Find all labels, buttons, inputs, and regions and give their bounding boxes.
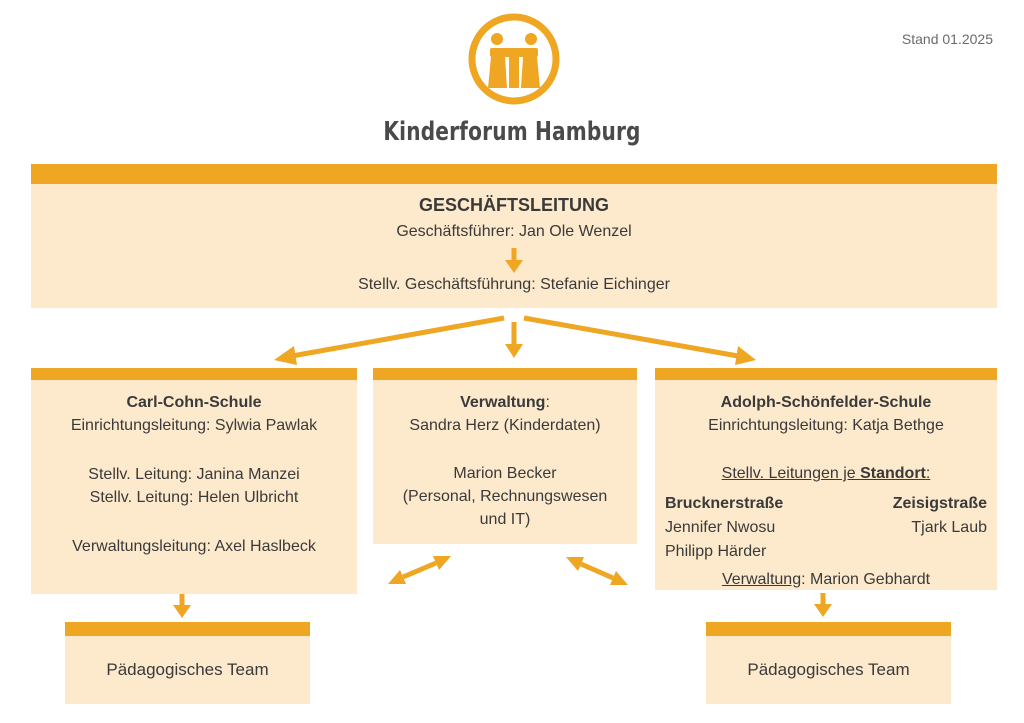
- site-brucknerstrasse: Brucknerstraße: [665, 495, 784, 512]
- management-box: GESCHÄFTSLEITUNG Geschäftsführer: Jan Ol…: [31, 184, 997, 308]
- site-zeisigstrasse: Zeisigstraße: [892, 495, 987, 512]
- arrow-management-to-verwaltung: [505, 322, 523, 358]
- carl-cohn-box: Carl-Cohn-Schule Einrichtungsleitung: Sy…: [31, 380, 357, 594]
- carl-cohn-head: Einrichtungsleitung: Sylwia Pawlak: [70, 417, 318, 434]
- verwaltung-line-3: (Personal, Rechnungswesen: [402, 488, 608, 505]
- team-left-box: Pädagogisches Team: [65, 636, 310, 704]
- carl-cohn-admin: Verwaltungsleitung: Axel Haslbeck: [72, 538, 316, 555]
- ceo-line: Geschäftsführer: Jan Ole Wenzel: [396, 223, 632, 240]
- team-right-box: Pädagogisches Team: [706, 636, 951, 704]
- team-right-label: Pädagogisches Team: [747, 660, 910, 679]
- team-left-label: Pädagogisches Team: [106, 660, 269, 679]
- adolph-deputies-bold: Standort: [860, 465, 926, 482]
- carl-cohn-header-bar: [31, 368, 357, 380]
- adolph-deputies-heading: Stellv. Leitungen je Standort:: [655, 463, 997, 485]
- adolph-admin-line: Verwaltung: Marion Gebhardt: [655, 569, 997, 591]
- management-header-bar: [31, 164, 997, 184]
- deputy-line: Stellv. Geschäftsführung: Stefanie Eichi…: [358, 276, 670, 293]
- adolph-deputies-prefix: Stellv. Leitungen je: [721, 465, 861, 482]
- arrow-management-to-adolph: [523, 315, 756, 365]
- carl-cohn-name: Carl-Cohn-Schule: [126, 394, 262, 411]
- adolph-admin-rest: : Marion Gebhardt: [801, 571, 931, 588]
- arrow-management-to-carl-cohn: [274, 315, 505, 365]
- verwaltung-title-line: Verwaltung:: [373, 392, 637, 414]
- arrow-adolph-to-team: [814, 593, 832, 617]
- adolph-name: Adolph-Schönfelder-Schule: [720, 394, 932, 411]
- verwaltung-line-1: Sandra Herz (Kinderdaten): [409, 417, 601, 434]
- carl-cohn-deputy-1: Stellv. Leitung: Janina Manzei: [88, 466, 300, 483]
- kinderforum-logo-icon: [468, 13, 560, 105]
- carl-cohn-deputy-2: Stellv. Leitung: Helen Ulbricht: [89, 489, 299, 506]
- brand-name: Kinderforum Hamburg: [383, 117, 641, 147]
- site-1-person-1: Jennifer Nwosu: [665, 519, 776, 536]
- double-arrow-verwaltung-adolph: [566, 557, 628, 585]
- site-2-person-1: Tjark Laub: [911, 519, 987, 536]
- site-1-person-2: Philipp Härder: [665, 543, 767, 560]
- adolph-box: Adolph-Schönfelder-Schule Einrichtungsle…: [655, 380, 997, 590]
- verwaltung-line-4: und IT): [479, 511, 531, 528]
- stand-date: Stand 01.2025: [901, 31, 993, 47]
- team-left-header-bar: [65, 622, 310, 636]
- adolph-deputies-suffix: :: [925, 465, 931, 482]
- double-arrow-verwaltung-carl-cohn: [388, 556, 451, 584]
- adolph-header-bar: [655, 368, 997, 380]
- verwaltung-colon: :: [545, 394, 550, 411]
- verwaltung-line-2: Marion Becker: [453, 465, 557, 482]
- verwaltung-box: Verwaltung: Sandra Herz (Kinderdaten) Ma…: [373, 380, 637, 544]
- verwaltung-header-bar: [373, 368, 637, 380]
- adolph-admin-label: Verwaltung: [721, 571, 802, 588]
- verwaltung-title: Verwaltung: [460, 394, 546, 411]
- team-right-header-bar: [706, 622, 951, 636]
- arrow-carl-cohn-to-team: [173, 594, 191, 618]
- management-title: GESCHÄFTSLEITUNG: [418, 195, 609, 215]
- adolph-head: Einrichtungsleitung: Katja Bethge: [708, 417, 944, 434]
